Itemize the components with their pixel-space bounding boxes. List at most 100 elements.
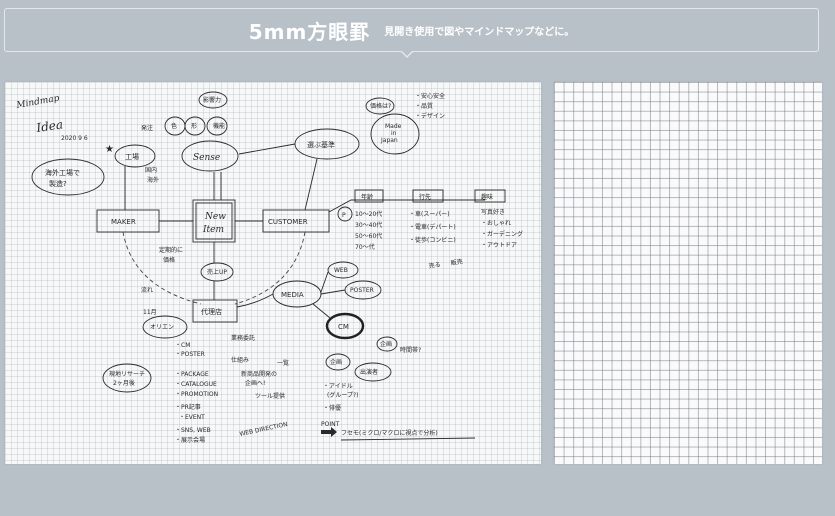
cm-node <box>325 312 365 340</box>
web-label: WEB <box>334 267 348 274</box>
customer-label: CUSTOMER <box>268 218 308 226</box>
banner: 5mm方眼罫 見開き使用で図やマインドマップなどに。 <box>4 8 819 52</box>
left-notebook-page: Mindmap Idea 2020 9 6 海外工場で 製造? 工場 ★ 発注 … <box>5 82 541 464</box>
label-katachi: 形 <box>191 122 197 130</box>
uriage-label: 売上UP <box>207 268 227 276</box>
list-item-7: ・EVENT <box>179 414 205 421</box>
label-kinou: 機能 <box>213 122 225 130</box>
line-media-poster <box>320 289 346 295</box>
jikan-label: 時間帯? <box>400 346 421 354</box>
kaiwa-label: 企画 <box>330 358 342 366</box>
sign-label: 企画 <box>380 340 392 348</box>
note-bottom-bubble <box>102 363 152 393</box>
right-notebook-page <box>554 82 822 464</box>
age-4: 70〜代 <box>355 243 375 251</box>
node-kinou <box>206 116 228 136</box>
item-d1: ・アイドル <box>323 383 353 390</box>
poster-label: POSTER <box>350 287 374 294</box>
line-dairiten-media <box>236 293 274 308</box>
sense-label: Sense <box>193 153 220 163</box>
hobby-4: ・アウトドア <box>481 241 517 249</box>
line-media-cm <box>312 303 331 319</box>
point-underline <box>340 437 476 441</box>
shutsuen-node <box>354 362 392 382</box>
banner-pointer-inner <box>401 50 413 56</box>
new-item-label-1: New <box>204 212 226 222</box>
dashed-arc-left <box>122 231 202 305</box>
mij-1: Made <box>385 123 402 130</box>
place-3: ・徒歩(コンビニ) <box>409 236 456 244</box>
p-marker-label: P <box>342 212 346 219</box>
mindmap-drawing: Mindmap Idea 2020 9 6 海外工場で 製造? 工場 ★ 発注 … <box>15 91 523 444</box>
kounyu-box <box>412 189 444 203</box>
attr-branch <box>328 199 485 213</box>
label-shikumi: 仕組み <box>231 356 249 364</box>
note-bottom-1: 現地リサーチ <box>109 370 145 378</box>
label-yosan-2: 価格 <box>163 256 175 264</box>
label-hachu: 発注 <box>141 124 153 132</box>
erabu-label: 選ぶ基準 <box>307 140 335 149</box>
label-eikyo: 影響力 <box>203 96 221 104</box>
maker-label: MAKER <box>111 218 136 226</box>
hobby-2: ・おしゃれ <box>481 220 511 227</box>
label-iro: 色 <box>171 122 177 130</box>
label-kokunai: 国内 <box>145 166 157 174</box>
ichiran-label: 一覧 <box>277 359 289 367</box>
mij-3: Japan <box>380 137 398 144</box>
new-item-box-inner <box>195 202 233 240</box>
item-d3: ・俳優 <box>323 404 341 412</box>
oriten-label: オリエン <box>150 324 174 331</box>
shumi-box <box>474 189 506 203</box>
arrow-customer-erabu <box>304 158 318 211</box>
list-item-5: ・PROMOTION <box>175 391 218 398</box>
nenrei-label: 年齢 <box>361 193 373 201</box>
age-1: 10〜20代 <box>355 210 382 218</box>
hanbai-label: 販売 <box>450 257 463 267</box>
age-2: 30〜40代 <box>355 221 382 229</box>
point-label: POINT <box>321 421 340 428</box>
point-text: フセモ(ミクロ/マクロに視点で分析) <box>341 429 438 437</box>
mij-2: in <box>391 130 397 137</box>
label-question: 価格は? <box>370 102 391 110</box>
media-label: MEDIA <box>281 291 304 299</box>
label-nanbu: 11月 <box>143 309 157 316</box>
top-right-1: ・安心安全 <box>415 92 445 100</box>
node-katachi <box>184 116 206 136</box>
overseas-text-2: 製造? <box>49 179 67 188</box>
list-item-1: ・CM <box>175 342 190 349</box>
label-kaigai: 海外 <box>147 176 159 184</box>
sign-node <box>376 336 398 352</box>
made-in-japan-node <box>370 113 420 155</box>
kaiwa-node <box>325 353 351 371</box>
list-item-2: ・POSTER <box>175 351 205 358</box>
banner-title: 5mm方眼罫 <box>248 19 371 44</box>
factory-node <box>114 144 156 168</box>
age-3: 50〜60代 <box>355 232 382 240</box>
overseas-cloud <box>31 158 105 196</box>
new-item-label-2: Item <box>202 225 224 235</box>
dairiten-box <box>192 299 238 323</box>
cm-label: CM <box>338 323 349 331</box>
dashed-arc-right <box>234 231 306 305</box>
item-d2: (グループ?) <box>327 391 359 399</box>
pri-label: ツール提供 <box>255 392 285 400</box>
label-gyomu: 業務委託 <box>231 334 255 342</box>
shindan-1: 新商品開発の <box>241 370 277 378</box>
point-arrow-icon <box>321 427 337 437</box>
shumi-label: 趣味 <box>481 193 493 201</box>
uriage-node <box>200 262 234 282</box>
list-item-8: ・SNS, WEB <box>175 427 211 434</box>
overseas-text-1: 海外工場で <box>45 168 80 177</box>
arrow-sense-erabu <box>238 143 296 155</box>
list-item-9: ・展示会場 <box>175 436 205 444</box>
label-yosan-1: 定期的に <box>159 246 183 254</box>
kounyu-label: 行先 <box>419 193 431 201</box>
banner-subtitle: 見開き使用で図やマインドマップなどに。 <box>384 26 575 38</box>
top-right-2: ・品質 <box>415 102 433 110</box>
hobby-1: 写真好き <box>481 208 505 216</box>
header-line2: Idea <box>34 117 63 135</box>
oriten-node <box>142 315 188 339</box>
list-item-4: ・CATALOGUE <box>175 381 217 388</box>
list-item-6: ・PR記事 <box>175 403 201 411</box>
note-bottom-2: 2ヶ月後 <box>113 379 135 387</box>
